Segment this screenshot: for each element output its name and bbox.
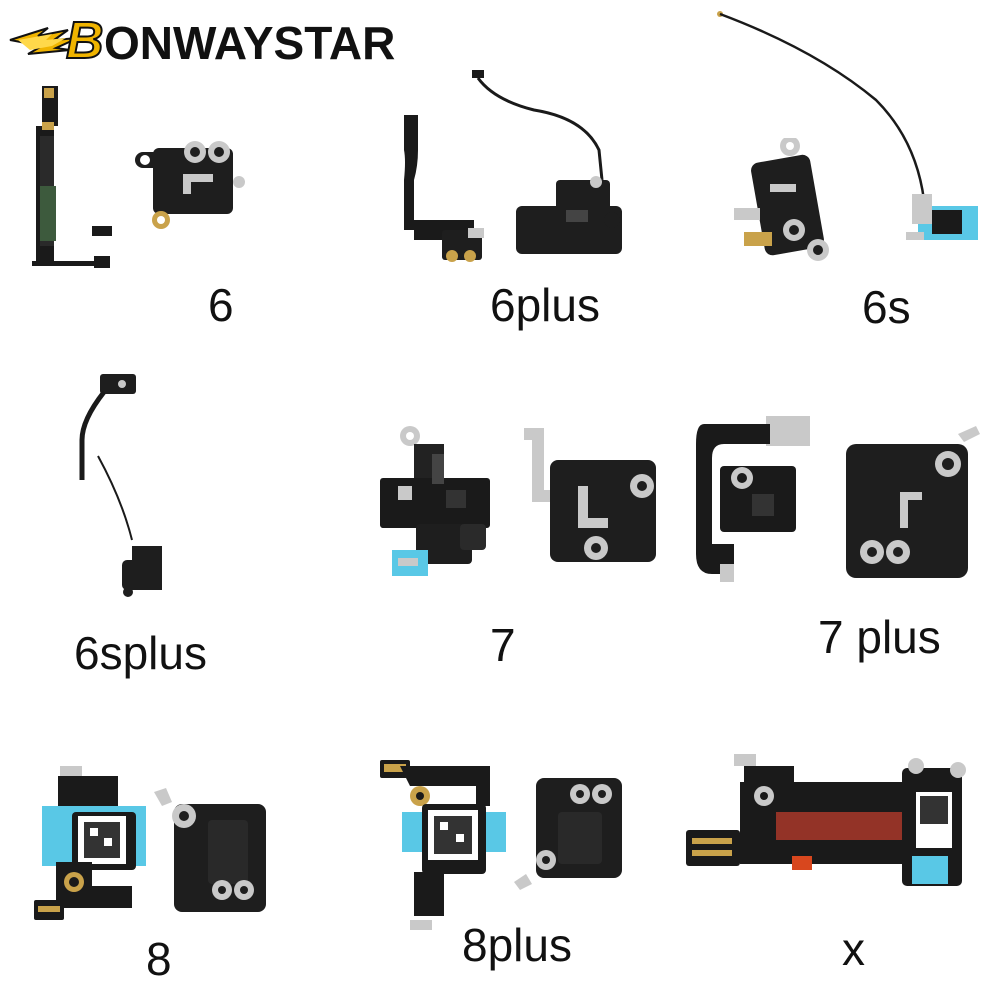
antenna-cable-6s bbox=[716, 10, 986, 270]
model-label-7: 7 bbox=[490, 619, 516, 671]
antenna-cover-8plus bbox=[510, 774, 626, 894]
antenna-cover-8 bbox=[150, 786, 270, 916]
model-label-8: 8 bbox=[146, 933, 172, 985]
brand-initial: B bbox=[66, 12, 104, 68]
antenna-cover-7plus bbox=[840, 420, 990, 584]
antenna-flex-cable-6plus bbox=[384, 70, 630, 270]
antenna-flex-8 bbox=[34, 762, 158, 932]
flame-icon: B bbox=[9, 11, 105, 68]
antenna-flex-cable-6 bbox=[22, 86, 122, 276]
antenna-flex-7plus bbox=[690, 414, 814, 584]
antenna-flex-8plus bbox=[380, 756, 510, 936]
model-label-6s: 6s bbox=[862, 281, 911, 333]
antenna-cover-6 bbox=[135, 138, 245, 234]
brand-logo: B ONWAYSTAR bbox=[8, 10, 428, 69]
model-label-6splus: 6splus bbox=[74, 627, 207, 679]
brand-name: ONWAYSTAR bbox=[104, 17, 396, 69]
model-label-x: x bbox=[842, 923, 865, 975]
model-label-8plus: 8plus bbox=[462, 919, 572, 971]
model-label-6plus: 6plus bbox=[490, 279, 600, 331]
antenna-cable-6splus bbox=[62, 370, 162, 600]
antenna-cover-6s bbox=[728, 138, 838, 278]
antenna-cover-7 bbox=[518, 420, 660, 570]
model-label-6: 6 bbox=[208, 279, 234, 331]
model-label-7plus: 7 plus bbox=[818, 611, 941, 663]
antenna-flex-7 bbox=[376, 424, 502, 584]
antenna-flex-x bbox=[680, 752, 980, 902]
